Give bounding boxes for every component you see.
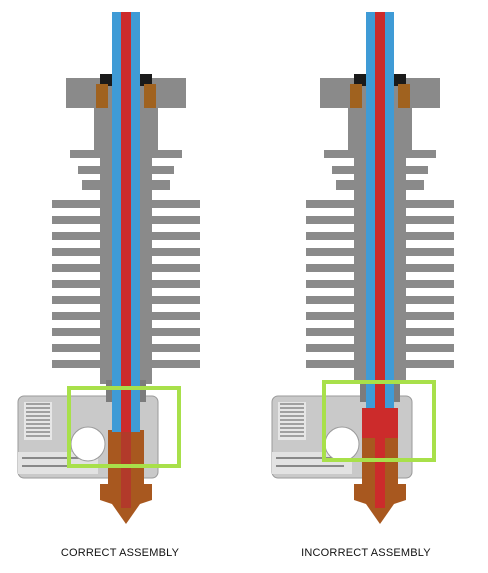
highlight-box-incorrect	[322, 380, 436, 462]
hotend-incorrect-assembly	[271, 12, 454, 524]
filament	[121, 12, 131, 508]
heater-threads	[26, 403, 50, 437]
highlight-box-correct	[67, 386, 181, 468]
caption-correct-assembly: CORRECT ASSEMBLY	[60, 547, 180, 559]
hotend-correct-assembly	[17, 12, 200, 524]
heater-cartridge-hole	[324, 426, 360, 462]
filament	[375, 12, 385, 508]
caption-incorrect-assembly: INCORRECT ASSEMBLY	[301, 547, 431, 559]
heater-threads	[280, 403, 304, 437]
filament-gap-leak	[362, 408, 398, 438]
heater-cartridge-hole	[70, 426, 106, 462]
